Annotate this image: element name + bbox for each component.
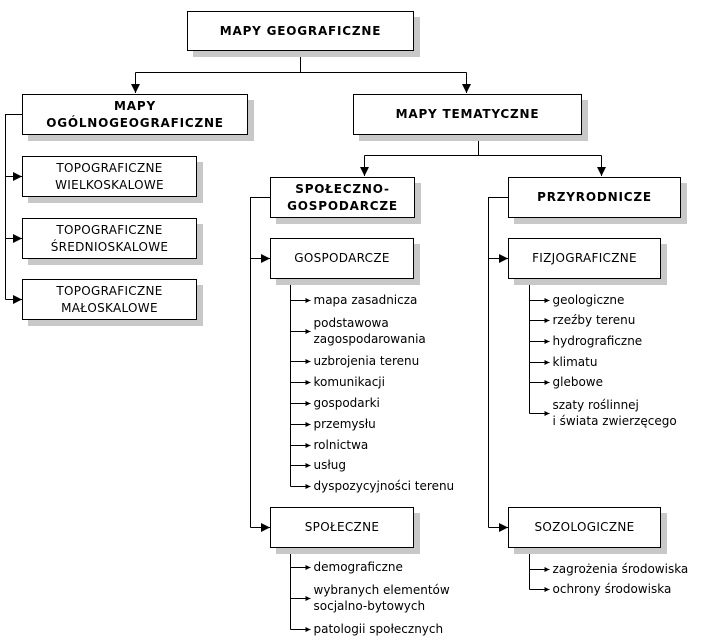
sozo-label: SOZOLOGICZNE — [534, 520, 635, 534]
sozo-list-item: ochrony środowiska — [552, 582, 672, 596]
socio-economic-box: SPOŁECZNO- GOSPODARCZE — [270, 177, 415, 218]
thematic-maps-box: MAPY TEMATYCZNE — [353, 94, 582, 135]
thematic-maps-label: MAPY TEMATYCZNE — [395, 107, 540, 121]
economic-list-item: przemysłu — [313, 417, 376, 431]
economic-list-item: uzbrojenia terenu — [313, 354, 420, 368]
general-maps-box: MAPY OGÓLNOGEOGRAFICZNE — [22, 94, 248, 135]
large-scale-label: TOPOGRAFICZNE WIELKOSKALOWE — [55, 160, 164, 192]
connector-general-spine — [5, 114, 22, 300]
nature-label: PRZYRODNICZE — [537, 190, 652, 204]
nature-box: PRZYRODNICZE — [508, 177, 681, 218]
connector-thematic — [364, 134, 602, 156]
large-scale-box: TOPOGRAFICZNE WIELKOSKALOWE — [22, 156, 197, 197]
small-scale-box: TOPOGRAFICZNE MAŁOSKALOWE — [22, 279, 197, 320]
medium-scale-label: TOPOGRAFICZNE ŚREDNIOSKALOWE — [50, 222, 169, 254]
medium-scale-box: TOPOGRAFICZNE ŚREDNIOSKALOWE — [22, 218, 197, 259]
economic-list-item: dyspozycyjności terenu — [313, 479, 455, 493]
economic-list-item: mapa zasadnicza — [313, 293, 418, 307]
sozo-list-item: zagrożenia środowiska — [552, 562, 689, 576]
economic-list-item: gospodarki — [313, 396, 380, 410]
physio-list-item: geologiczne — [552, 293, 625, 307]
socio-economic-label: SPOŁECZNO- GOSPODARCZE — [287, 181, 398, 213]
connector-nature-spine — [488, 197, 508, 528]
sozo-box: SOZOLOGICZNE — [508, 507, 661, 548]
small-scale-label: TOPOGRAFICZNE MAŁOSKALOWE — [56, 283, 163, 315]
root-box: MAPY GEOGRAFICZNE — [187, 11, 414, 51]
physio-box: FIZJOGRAFICZNE — [508, 238, 661, 279]
physio-list-item: szaty roślinnej i świata zwierzęcego — [552, 398, 677, 428]
economic-list-item: rolnictwa — [313, 438, 369, 452]
social-list-item: patologii społecznych — [313, 622, 444, 636]
social-box: SPOŁECZNE — [270, 507, 414, 548]
connector-root — [135, 51, 467, 73]
economic-box: GOSPODARCZE — [270, 238, 414, 279]
physio-list-item: glebowe — [552, 375, 604, 389]
connector-socio-spine — [250, 197, 270, 528]
physio-list-item: hydrograficzne — [552, 334, 643, 348]
economic-list-item: usług — [313, 458, 347, 472]
economic-label: GOSPODARCZE — [294, 251, 390, 265]
physio-list-item: klimatu — [552, 355, 598, 369]
social-list-item: wybranych elementów socjalno-bytowych — [313, 583, 450, 613]
physio-list-item: rzeźby terenu — [552, 313, 636, 327]
economic-list-item: podstawowa zagospodarowania — [313, 316, 426, 346]
general-maps-label: MAPY OGÓLNOGEOGRAFICZNE — [46, 98, 224, 130]
root-label: MAPY GEOGRAFICZNE — [219, 23, 382, 38]
economic-list-item: komunikacji — [313, 375, 385, 389]
physio-label: FIZJOGRAFICZNE — [532, 251, 637, 265]
social-label: SPOŁECZNE — [304, 520, 380, 534]
social-list-item: demograficzne — [313, 560, 403, 574]
